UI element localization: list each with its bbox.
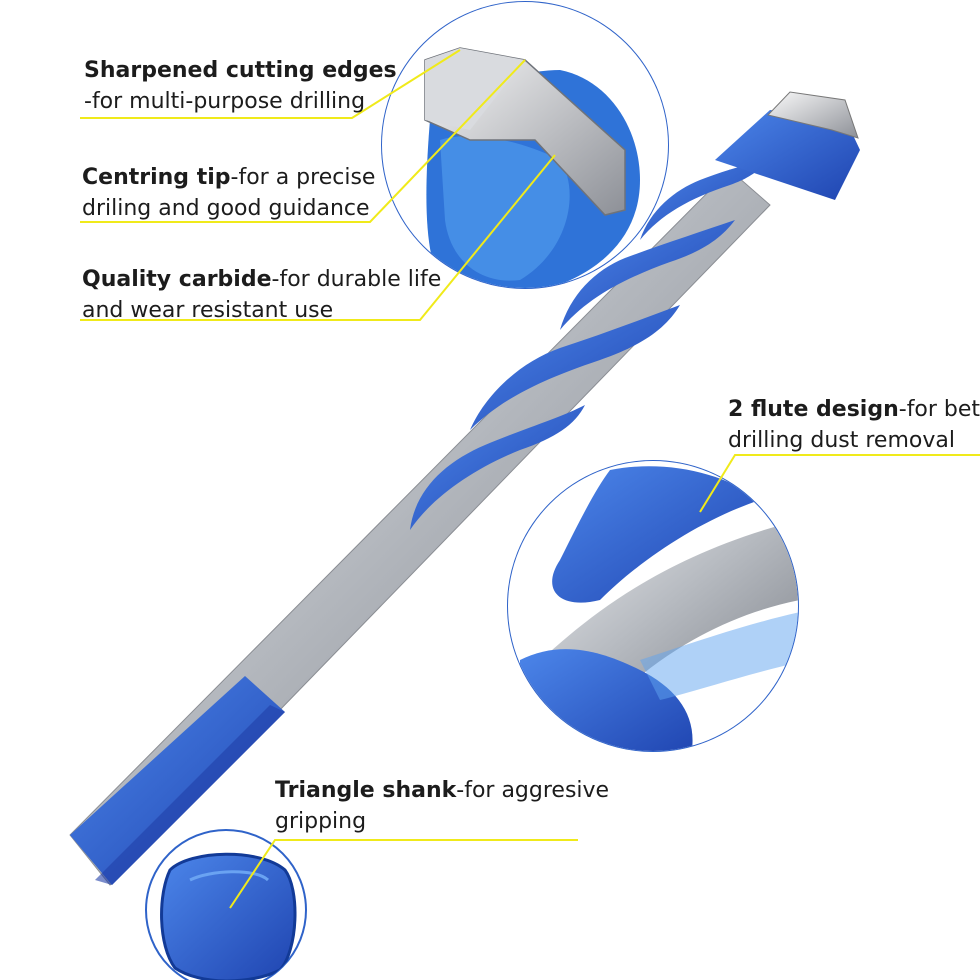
callout-line-cutting-edges — [80, 49, 461, 119]
feature-quality-carbide: Quality carbide-for durable life and wea… — [82, 264, 441, 326]
feature-triangle-shank: Triangle shank-for aggresive gripping — [275, 775, 609, 837]
feature-description-line2: gripping — [275, 809, 367, 834]
feature-description-line2: driling and good guidance — [82, 196, 370, 221]
drill-bit — [69, 91, 860, 886]
flute-spiral-1 — [410, 405, 585, 530]
feature-centring-tip: Centring tip-for a precise driling and g… — [82, 162, 375, 224]
callout-lines — [80, 49, 980, 909]
callout-line-triangle-shank — [229, 839, 578, 909]
feature-title: Sharpened cutting edges — [84, 58, 397, 83]
feature-title: 2 flute design — [728, 397, 899, 422]
callout-line-centring-tip — [80, 59, 526, 223]
shank-grip — [70, 676, 285, 885]
feature-description: -for a precise — [230, 165, 376, 190]
flute-spiral-4 — [640, 158, 770, 240]
feature-description: -for better — [898, 397, 980, 422]
feature-description-line2: drilling dust removal — [728, 428, 955, 453]
feature-cutting-edges: Sharpened cutting edges -for multi-purpo… — [84, 55, 397, 117]
feature-flute-design: 2 flute design-for better drilling dust … — [728, 394, 980, 456]
callout-line-flute-design — [699, 454, 980, 513]
feature-description-line2: and wear resistant use — [82, 298, 334, 323]
feature-description: -for multi-purpose drilling — [84, 89, 366, 114]
feature-title: Quality carbide — [82, 267, 272, 292]
feature-title: Centring tip — [82, 165, 231, 190]
feature-title: Triangle shank — [275, 778, 457, 803]
feature-description: -for aggresive — [456, 778, 610, 803]
carbide-tip — [767, 91, 859, 139]
shank-highlight — [95, 705, 285, 885]
tip-closeup — [381, 1, 669, 289]
shank-closeup — [145, 829, 307, 980]
flute-spiral-2 — [470, 305, 680, 430]
flute-closeup — [507, 460, 799, 752]
callout-line-quality-carbide — [80, 154, 556, 321]
feature-description: -for durable life — [271, 267, 442, 292]
flute-spiral-3 — [560, 220, 735, 330]
tip-body — [715, 110, 860, 200]
